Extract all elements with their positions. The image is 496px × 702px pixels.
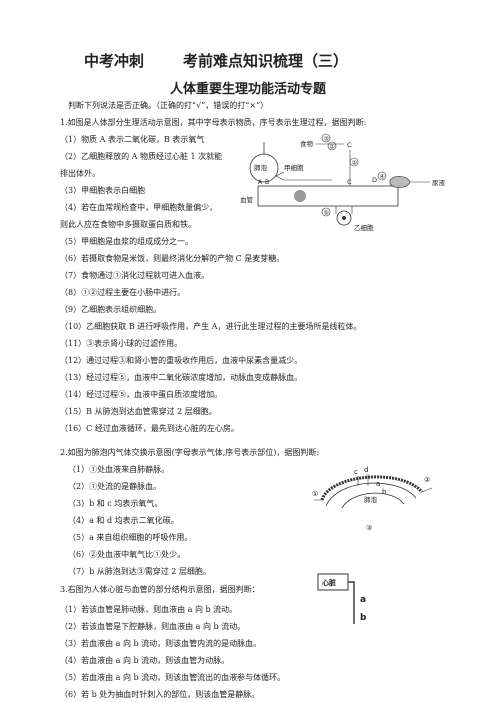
s1-item: （14）经过过程⑤，血液中蛋白质浓度增加。 bbox=[60, 390, 223, 399]
section2-title: 2.如图为肺泡内气体交换示意图(字母表示气体,序号表示部位)，据图判断: bbox=[60, 448, 320, 457]
num-2-d2: ② bbox=[424, 476, 430, 484]
alveolus-wall bbox=[341, 492, 405, 509]
s2-item: （5）a 来自组织细胞的呼吸作用。 bbox=[68, 533, 193, 542]
s3-item: （6）若 b 处为抽血时针刺入的部位，则该血管是静脉。 bbox=[60, 690, 260, 699]
s1-item: （1）物质 A 表示二氧化碳，B 表示氧气 bbox=[60, 135, 205, 144]
label-b-top: B bbox=[265, 179, 269, 186]
niaoye-label: 尿液 bbox=[432, 178, 446, 187]
section3-title: 3.右图为人体心脏与血管的部分结构示意图，据图判断： bbox=[60, 585, 260, 594]
s1-item: （8）①②过程主要在小肠中进行。 bbox=[60, 288, 186, 297]
page-subtitle: 人体重要生理功能活动专题 bbox=[169, 82, 326, 97]
s1-item: （3）甲细胞表示白细胞 bbox=[60, 186, 146, 195]
num-3-d2: ③ bbox=[366, 524, 372, 532]
num-2: ② bbox=[352, 160, 358, 167]
alveolus-diagram: 肺泡 c d a b ① ② ③ bbox=[312, 466, 433, 532]
s2-item: （7）b 从肺泡到达③需穿过 2 层细胞。 bbox=[68, 567, 211, 576]
s1-item: 则此人应在食物中多摄取蛋白质和铁。 bbox=[60, 220, 196, 229]
circle-1 bbox=[327, 141, 337, 151]
jia-cell bbox=[294, 190, 306, 202]
s1-item: （15）B 从肺泡到达血管需穿过 2 层细胞。 bbox=[60, 407, 217, 416]
yi-cell bbox=[336, 210, 352, 226]
yi-nucleus bbox=[342, 216, 346, 220]
s1-item: （16）C 经过血液循环，最先到达心脏的左心房。 bbox=[60, 424, 239, 433]
label-c-top: C bbox=[347, 141, 352, 149]
xueguan-label: 血管 bbox=[240, 195, 254, 204]
s1-item: 排出体外。 bbox=[60, 169, 100, 178]
s2-item: （6）②处血液中氧气比①处少。 bbox=[68, 550, 186, 559]
s2-item: （4）a 和 d 均表示二氧化碳。 bbox=[68, 516, 179, 525]
s1-item: （7）食物通过①消化过程就可进入血液。 bbox=[60, 271, 210, 280]
heart-vessel-diagram: 心脏 a b bbox=[317, 573, 367, 624]
label-d: d bbox=[364, 466, 368, 474]
num-1-d2: ① bbox=[312, 490, 318, 498]
s3-item: （5）若血液由 a 向 b 流动，则该血管流出的血液参与体循环。 bbox=[60, 673, 286, 682]
capillary-outer bbox=[320, 475, 424, 501]
s2-item: （1）①处血液来自肺静脉。 bbox=[68, 465, 170, 474]
vessel-box bbox=[257, 185, 399, 207]
physiology-diagram: 肺泡 A B 血管 甲细胞 食物 ① C ② C ③ D ④ 尿液 ⑤ bbox=[240, 133, 446, 232]
s2-item: （2）①处流的是静脉血。 bbox=[68, 482, 162, 491]
s1-item: （10）乙细胞获取 B 进行呼吸作用，产生 A，进行此生理过程的主要场所是线粒体… bbox=[60, 322, 362, 331]
label-b: b bbox=[382, 488, 387, 496]
s1-item: （12）通过过程③和肾小管的重吸收作用后，血液中尿素含量减少。 bbox=[60, 356, 303, 365]
label-c: c bbox=[354, 468, 358, 476]
s1-item: （13）经过过程⑤，血液中二氧化碳浓度增加，动脉血变成静脉血。 bbox=[60, 373, 303, 382]
header-left: 中考冲刺 bbox=[84, 52, 145, 70]
s1-item: （9）乙细胞表示组织细胞。 bbox=[60, 305, 162, 314]
s3-item: （3）若血液由 a 向 b 流动，则该血管内流的是动脉血。 bbox=[60, 639, 262, 648]
feipao-label: 肺泡 bbox=[254, 163, 268, 172]
label-a-d3: a bbox=[360, 595, 366, 605]
jia-label: 甲细胞 bbox=[284, 163, 304, 172]
s1-item: （4）若在血常规检查中，甲细胞数量偏少， bbox=[60, 203, 218, 212]
circle-5 bbox=[321, 207, 331, 217]
flow-arrows bbox=[314, 487, 433, 501]
kidney-shape bbox=[389, 176, 411, 188]
section1-title: 1.如图是人体部分生理活动示意图，其中字母表示物质，序号表示生理过程，据图判断: bbox=[60, 118, 367, 127]
num-5: ⑤ bbox=[324, 210, 329, 217]
label-a: a bbox=[376, 480, 380, 488]
s1-item: （11）③表示肾小球的过滤作用。 bbox=[60, 339, 183, 348]
food-label: 食物 bbox=[300, 139, 314, 148]
circle-2 bbox=[349, 157, 359, 167]
num-1: ① bbox=[330, 144, 335, 151]
num-3: ③ bbox=[324, 136, 329, 143]
s2-item: （3）b 和 c 均表示氧气。 bbox=[68, 499, 163, 508]
cd-arrows bbox=[357, 474, 369, 486]
s1-item: （2）乙细胞释放的 A 物质经过心脏 1 次就能 bbox=[60, 152, 223, 161]
feipao-label-2: 肺泡 bbox=[364, 495, 378, 504]
label-a-top: A bbox=[258, 179, 263, 186]
label-b-d3: b bbox=[360, 613, 367, 623]
label-c-mid: C bbox=[347, 178, 352, 186]
intro-text: 判断下列说法是否正确。（正确的打“√”，错误的打“×”） bbox=[68, 101, 269, 110]
s3-item: （4）若血液由 a 向 b 流动，则该血管为动脉。 bbox=[60, 656, 230, 665]
label-d: D bbox=[372, 176, 377, 184]
circle-4 bbox=[377, 171, 387, 181]
header-right: 考前难点知识梳理（三） bbox=[183, 52, 349, 70]
yi-exchange bbox=[335, 206, 353, 214]
vessel-line bbox=[348, 581, 355, 624]
yi-label: 乙细胞 bbox=[354, 223, 374, 232]
circle-3 bbox=[321, 133, 331, 143]
heart-label: 心脏 bbox=[322, 578, 336, 587]
s1-item: （5）甲细胞是血浆的组成成分之一。 bbox=[60, 237, 194, 246]
s3-item: （1）若该血管是肺动脉，则血液由 a 向 b 流动。 bbox=[60, 605, 238, 614]
s1-item: （6）若摄取食物是米饭，则最终消化分解的产物 C 是麦芽糖。 bbox=[60, 254, 285, 263]
capillary-inner bbox=[325, 482, 417, 507]
s3-item: （2）若该血管是下腔静脉，则血液由 a 向 b 流动。 bbox=[60, 622, 246, 631]
jia-arrow bbox=[275, 171, 332, 181]
num-4: ④ bbox=[380, 174, 385, 181]
